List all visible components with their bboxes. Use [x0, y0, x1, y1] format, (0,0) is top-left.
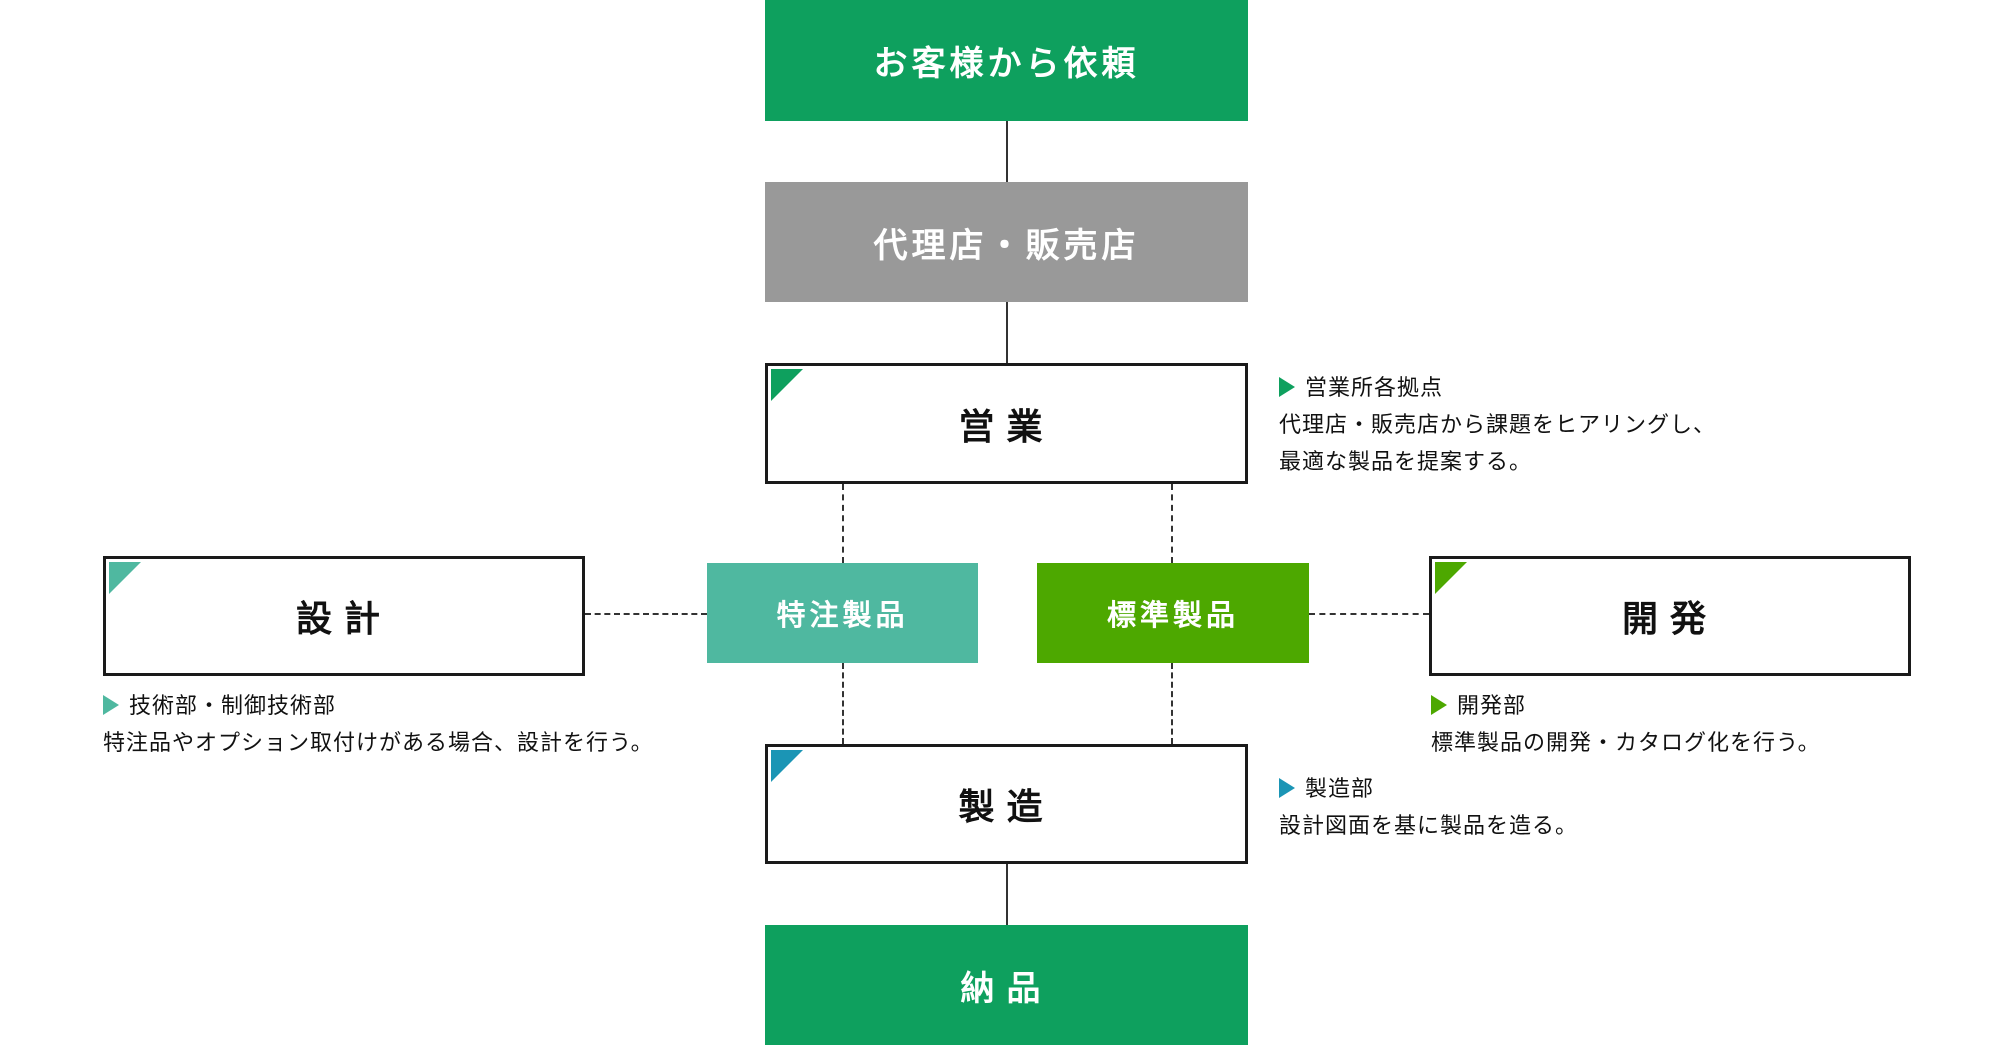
corner-mark: [771, 750, 803, 782]
desc-sales: 営業所各拠点 代理店・販売店から課題をヒアリングし、 最適な製品を提案する。: [1279, 370, 1716, 481]
desc-sales-line: 代理店・販売店から課題をヒアリングし、: [1279, 413, 1717, 438]
desc-design-line: 特注品やオプション取付けがある場合、設計を行う。: [103, 731, 654, 756]
node-standard-label: 標準製品: [1106, 598, 1239, 632]
desc-development-heading: 開発部: [1457, 694, 1527, 719]
desc-sales-line: 最適な製品を提案する。: [1279, 450, 1533, 475]
node-request-label: お客様から依頼: [873, 44, 1140, 84]
desc-manufacturing: 製造部 設計図面を基に製品を造る。: [1279, 771, 1578, 845]
connector-agency-sales: [1006, 302, 1008, 363]
node-design: 設計: [103, 556, 585, 676]
desc-manufacturing-heading-row: 製造部: [1279, 771, 1578, 808]
node-delivery-label: 納品: [960, 968, 1053, 1009]
desc-manufacturing-heading: 製造部: [1305, 777, 1375, 802]
node-custom-label: 特注製品: [776, 598, 909, 632]
connector-manufacturing-delivery: [1006, 864, 1008, 925]
connector-standard-development: [1309, 613, 1429, 615]
desc-design-heading: 技術部・制御技術部: [129, 694, 337, 719]
node-design-label: 設計: [295, 599, 392, 640]
triangle-bullet-icon: [1279, 778, 1295, 798]
connector-sales-standard: [1171, 484, 1173, 563]
node-development-label: 開発: [1621, 599, 1718, 640]
node-custom: 特注製品: [707, 563, 978, 663]
node-sales-label: 営業: [958, 406, 1055, 448]
corner-mark: [1435, 562, 1467, 594]
triangle-bullet-icon: [103, 695, 119, 715]
connector-design-custom: [585, 613, 707, 615]
node-agency: 代理店・販売店: [765, 182, 1248, 302]
desc-sales-heading: 営業所各拠点: [1305, 376, 1444, 401]
connector-custom-manufacturing: [842, 663, 844, 744]
desc-development-heading-row: 開発部: [1431, 688, 1821, 725]
desc-development-line: 標準製品の開発・カタログ化を行う。: [1431, 731, 1821, 756]
node-sales: 営業: [765, 363, 1248, 484]
node-standard: 標準製品: [1037, 563, 1309, 663]
node-development: 開発: [1429, 556, 1911, 676]
node-agency-label: 代理店・販売店: [873, 225, 1140, 266]
connector-standard-manufacturing: [1171, 663, 1173, 744]
triangle-bullet-icon: [1279, 377, 1295, 397]
node-manufacturing-label: 製造: [958, 787, 1055, 828]
desc-manufacturing-line: 設計図面を基に製品を造る。: [1279, 814, 1579, 839]
connector-sales-custom: [842, 484, 844, 563]
triangle-bullet-icon: [1431, 695, 1447, 715]
node-manufacturing: 製造: [765, 744, 1248, 864]
connector-request-agency: [1006, 121, 1008, 182]
desc-sales-heading-row: 営業所各拠点: [1279, 370, 1716, 407]
corner-mark: [771, 369, 803, 401]
node-delivery: 納品: [765, 925, 1248, 1045]
desc-development: 開発部 標準製品の開発・カタログ化を行う。: [1431, 688, 1821, 762]
desc-design: 技術部・制御技術部 特注品やオプション取付けがある場合、設計を行う。: [103, 688, 654, 762]
corner-mark: [109, 562, 141, 594]
node-request: お客様から依頼: [765, 0, 1248, 121]
desc-design-heading-row: 技術部・制御技術部: [103, 688, 654, 725]
